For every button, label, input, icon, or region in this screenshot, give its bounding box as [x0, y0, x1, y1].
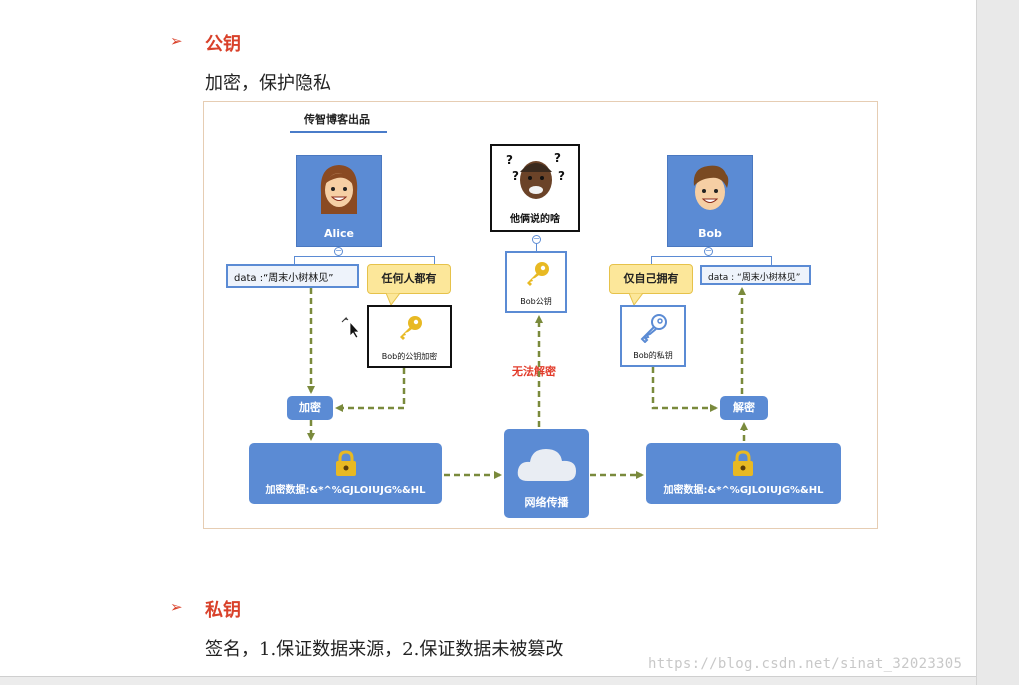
bob-private-key-box: Bob的私钥: [620, 305, 686, 367]
private-key-description: 签名，1.保证数据来源，2.保证数据未被篡改: [205, 639, 564, 660]
arrow-private-key-to-decrypt: [651, 367, 718, 412]
observer-caption: 他俩说的啥: [510, 214, 560, 225]
alice-avatar-icon: [320, 165, 358, 214]
encrypted-data-right-label: 加密数据:&*^%GJLOIUJG%&HL: [663, 485, 824, 496]
alice-tree-line-left: [294, 256, 295, 265]
encrypted-data-left: 加密数据:&*^%GJLOIUJG%&HL: [249, 443, 442, 504]
alice-tree-line: [294, 256, 434, 257]
bob-collapse-node[interactable]: −: [704, 246, 713, 256]
svg-text:?: ?: [554, 151, 561, 165]
callout-pointer: [629, 293, 643, 305]
bob-tree-line-left: [651, 256, 652, 265]
flow-arrows: [307, 287, 748, 479]
network-label: 网络传播: [524, 496, 569, 509]
alice-tree-line-right: [434, 256, 435, 265]
network-box: 网络传播: [504, 429, 589, 518]
cannot-decrypt-label: 无法解密: [512, 365, 556, 378]
brand-underline: [290, 131, 387, 133]
observer-collapse-node[interactable]: −: [532, 234, 541, 244]
decrypt-step: 解密: [720, 396, 768, 420]
cursor-icon: [341, 316, 360, 338]
svg-text:?: ?: [506, 153, 513, 167]
bob-public-key-caption: Bob公钥: [520, 297, 552, 306]
bob-public-key-box: Bob公钥: [505, 251, 567, 313]
encrypted-data-right: 加密数据:&*^%GJLOIUJG%&HL: [646, 443, 841, 504]
bullet-arrow-icon: ➢: [170, 32, 183, 50]
svg-text:?: ?: [558, 169, 565, 183]
encrypt-step: 加密: [287, 396, 333, 420]
private-key-heading: 私钥: [205, 600, 241, 621]
arrow-key-to-encrypt: [335, 368, 406, 412]
alice-name: Alice: [323, 227, 355, 240]
callout-anyone-has: 任何人都有: [367, 264, 451, 294]
encryption-diagram: 传智博客出品 Alice − data :“周末小树林见” 任何人都有: [203, 101, 878, 529]
bob-public-key-encrypt-caption: Bob的公钥加密: [381, 352, 438, 361]
lock-icon: [733, 450, 753, 476]
diagram-brand: 传智博客出品: [304, 113, 370, 126]
bob-data-box: data : “周末小树林见”: [700, 265, 811, 285]
page-bottom-edge: [0, 676, 976, 685]
callout-pointer: [386, 293, 400, 305]
alice-collapse-node[interactable]: −: [334, 246, 343, 256]
bob-tree-line: [651, 256, 771, 257]
bullet-arrow-icon: ➢: [170, 598, 183, 616]
bob-name: Bob: [698, 227, 722, 240]
alice-data-box: data :“周末小树林见”: [226, 264, 359, 288]
bob-card: Bob: [667, 155, 753, 247]
public-key-description: 加密，保护隐私: [205, 73, 331, 94]
observer-tree-line: [536, 244, 537, 252]
bob-avatar-icon: [693, 165, 729, 210]
bob-private-key-caption: Bob的私钥: [633, 351, 673, 360]
alice-card: Alice: [296, 155, 382, 247]
cloud-icon: [517, 449, 576, 481]
lock-icon: [336, 450, 356, 476]
public-key-heading: 公钥: [205, 34, 241, 55]
svg-text:?: ?: [512, 169, 519, 183]
gold-key-icon: [527, 262, 549, 286]
vertical-scrollbar[interactable]: [976, 0, 1019, 685]
bob-public-key-encrypt-box: Bob的公钥加密: [367, 305, 452, 368]
gold-key-icon: [400, 316, 422, 340]
private-key-icon: [640, 314, 667, 343]
callout-only-self: 仅自己拥有: [609, 264, 693, 294]
csdn-watermark: https://blog.csdn.net/sinat_32023305: [648, 656, 963, 672]
confused-person-icon: ? ? ? ?: [506, 151, 565, 199]
encrypted-data-left-label: 加密数据:&*^%GJLOIUJG%&HL: [265, 485, 426, 496]
bob-tree-line-right: [771, 256, 772, 265]
document-page: ➢ 公钥 加密，保护隐私 传智博客出品 Alice − data :“周末小树林…: [170, 32, 878, 660]
observer-box: ? ? ? ? 他俩说的啥: [490, 144, 580, 232]
